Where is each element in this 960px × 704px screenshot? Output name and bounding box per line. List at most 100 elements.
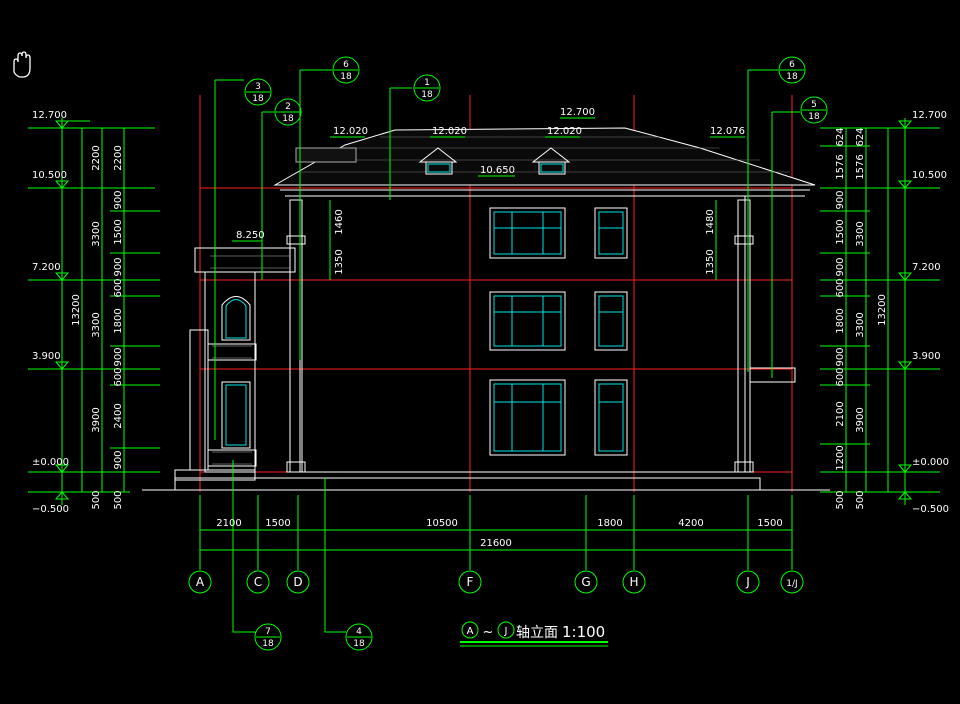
column-left — [286, 199, 306, 473]
axis-label-c: C — [254, 575, 262, 589]
callout-3-sheet: 18 — [421, 90, 433, 100]
inner-dim-2: 1480 — [705, 209, 716, 234]
right-dim-inner-0: 624 — [835, 127, 846, 146]
callout-7-sheet: 18 — [353, 639, 365, 649]
dimension-lines — [28, 56, 940, 651]
title-text: 轴立面 — [516, 625, 558, 641]
right-dim-outer-1: 1576 — [855, 154, 866, 179]
right-dim-outer-4: 3900 — [855, 407, 866, 432]
left-dim-outer-1: 3300 — [91, 221, 102, 246]
right-dim-outer-5: 500 — [855, 490, 866, 509]
left-dim-inner-7: 600 — [113, 367, 124, 386]
dormer-left — [418, 147, 458, 175]
level-right-0: 12.700 — [912, 110, 947, 121]
level-right-1: 10.500 — [912, 170, 947, 181]
callout-1-num: 3 — [255, 82, 261, 92]
right-dim-inner-10: 1200 — [835, 445, 846, 470]
title-scale: 1:100 — [562, 623, 605, 641]
axis-label-d: D — [293, 575, 302, 589]
roof-elev-1: 12.020 — [432, 126, 467, 137]
left-dim-outer-0: 2200 — [91, 145, 102, 170]
level-markers-left — [54, 120, 90, 500]
bottom-dim-1: 1500 — [265, 518, 290, 529]
right-outer-dims: 624 1576 3300 3300 3900 500 13200 — [855, 127, 888, 509]
main-wall — [299, 195, 746, 473]
level-markers-right — [897, 120, 913, 500]
callout-7-num: 4 — [356, 627, 362, 637]
callout-2-sheet: 18 — [282, 114, 294, 124]
right-dim-outer-0: 624 — [855, 127, 866, 146]
level-left-0: 12.700 — [32, 110, 67, 121]
axis-label-h: H — [629, 575, 638, 589]
callout-5-num: 5 — [811, 100, 817, 110]
right-dim-inner-1: 1576 — [835, 154, 846, 179]
left-dim-outer-4: 500 — [91, 490, 102, 509]
left-dim-inner-10: 500 — [113, 490, 124, 509]
right-dim-inner-9: 2100 — [835, 401, 846, 426]
title-axis-start: A — [467, 626, 474, 637]
right-dim-outer-2: 3300 — [855, 221, 866, 246]
left-outer-dims: 2200 3300 3300 3900 500 13200 — [71, 145, 102, 509]
callout-4-sheet: 18 — [786, 72, 798, 82]
left-dim-inner-5: 1800 — [113, 308, 124, 333]
bottom-dim-3: 1800 — [597, 518, 622, 529]
bottom-dim-2: 10500 — [426, 518, 458, 529]
axis-label-a: A — [196, 575, 205, 589]
right-dim-outer-3: 3300 — [855, 312, 866, 337]
right-dim-total: 13200 — [877, 294, 888, 326]
right-dim-inner-3: 1500 — [835, 219, 846, 244]
roof-elev-0: 12.020 — [333, 126, 368, 137]
level-right-2: 7.200 — [912, 262, 941, 273]
roof-elev-4: 12.076 — [710, 126, 745, 137]
bottom-dim-4: 4200 — [678, 518, 703, 529]
right-dim-inner-4: 900 — [835, 257, 846, 276]
left-inner-dims: 2200 900 1500 900 600 1800 900 600 2400 … — [113, 145, 124, 509]
column-right — [734, 199, 754, 473]
callout-2-num: 2 — [285, 102, 291, 112]
left-dim-inner-0: 2200 — [113, 145, 124, 170]
roof-elev-5: 10.650 — [480, 165, 515, 176]
plinth — [174, 477, 761, 491]
callout-3-num: 1 — [424, 78, 430, 88]
level-right-4: ±0.000 — [912, 457, 949, 468]
right-dim-inner-11: 500 — [835, 490, 846, 509]
axis-bubbles — [188, 570, 804, 594]
level-left-4: ±0.000 — [32, 457, 69, 468]
left-dim-inner-6: 900 — [113, 347, 124, 366]
callout-1-sheet: 18 — [252, 94, 264, 104]
callout-0-sheet: 18 — [340, 72, 352, 82]
windows — [489, 207, 628, 456]
right-dim-inner-5: 600 — [835, 278, 846, 297]
left-dim-inner-4: 600 — [113, 278, 124, 297]
column-dims: 1460 1350 1480 1350 — [334, 209, 716, 274]
hand-cursor-icon — [13, 51, 31, 78]
left-wing — [174, 247, 296, 481]
roof-elev-3: 12.020 — [547, 126, 582, 137]
inner-dim-1: 1350 — [334, 249, 345, 274]
bottom-dim-5: 1500 — [757, 518, 782, 529]
level-labels-right: 12.700 10.500 7.200 3.900 ±0.000 −0.500 — [912, 110, 949, 515]
axis-label-1j: 1/J — [786, 579, 797, 589]
inner-dim-0: 1460 — [334, 209, 345, 234]
roof-elev-2: 12.700 — [560, 107, 595, 118]
inner-dim-3: 1350 — [705, 249, 716, 274]
right-inner-dims: 624 1576 900 1500 900 600 1800 900 600 2… — [835, 127, 846, 509]
right-dim-inner-6: 1800 — [835, 308, 846, 333]
level-left-5: −0.500 — [32, 504, 69, 515]
level-left-3: 3.900 — [32, 351, 61, 362]
right-dim-inner-7: 900 — [835, 347, 846, 366]
left-dim-inner-2: 1500 — [113, 219, 124, 244]
left-dim-inner-9: 900 — [113, 450, 124, 469]
callout-circles — [244, 56, 828, 651]
axis-label-f: F — [467, 575, 474, 589]
level-right-3: 3.900 — [912, 351, 941, 362]
left-dim-inner-8: 2400 — [113, 403, 124, 428]
axis-label-g: G — [581, 575, 590, 589]
callout-labels: 6 18 3 18 2 18 1 18 6 18 5 18 7 18 4 18 — [252, 60, 820, 649]
level-right-5: −0.500 — [912, 504, 949, 515]
roof-elevations: 12.020 12.020 12.700 12.020 12.076 10.65… — [236, 107, 745, 241]
callout-6-sheet: 18 — [262, 639, 274, 649]
left-dim-inner-1: 900 — [113, 190, 124, 209]
